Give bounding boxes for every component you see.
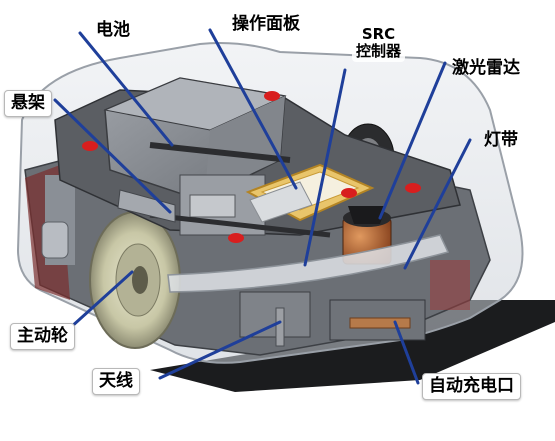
label-operation-panel: 操作面板 — [232, 14, 300, 34]
operation-panel — [249, 181, 313, 223]
drive-wheel-center — [132, 266, 148, 294]
red-marker — [264, 91, 280, 101]
rail — [149, 142, 291, 163]
front-frame — [239, 291, 311, 338]
red-marker — [228, 233, 244, 243]
leader-line-antenna — [158, 320, 282, 380]
leader-line-lidar — [378, 61, 447, 220]
antenna — [275, 307, 285, 347]
label-src-controller: SRC 控制器 — [352, 24, 406, 62]
leader-line-charging — [393, 320, 420, 385]
leader-line-light-strip — [403, 138, 472, 270]
red-marker — [82, 141, 98, 151]
leader-line-operation-panel — [208, 28, 298, 190]
battery-front — [205, 96, 285, 195]
label-drive-wheel: 主动轮 — [10, 323, 75, 351]
leader-line-battery — [78, 31, 174, 147]
leader-line-src — [303, 68, 347, 267]
left-caster — [41, 221, 69, 259]
lidar-cap — [348, 206, 386, 224]
electronics-board — [189, 194, 236, 218]
charging-contacts — [349, 317, 411, 329]
rail — [149, 212, 331, 238]
leader-line-suspension — [53, 98, 172, 214]
label-auto-charging-port: 自动充电口 — [422, 373, 521, 401]
label-antenna: 天线 — [92, 368, 140, 396]
label-lidar: 激光雷达 — [452, 58, 520, 78]
label-battery: 电池 — [96, 20, 130, 40]
red-marker — [405, 183, 421, 193]
light-strip — [167, 234, 450, 293]
front-right-plate — [430, 260, 470, 310]
label-src-line1: SRC — [361, 25, 396, 43]
leader-line-drive-wheel — [68, 270, 134, 330]
label-suspension: 悬架 — [4, 90, 52, 118]
red-marker — [341, 188, 357, 198]
label-light-strip: 灯带 — [484, 130, 518, 150]
label-src-line2: 控制器 — [356, 41, 402, 60]
